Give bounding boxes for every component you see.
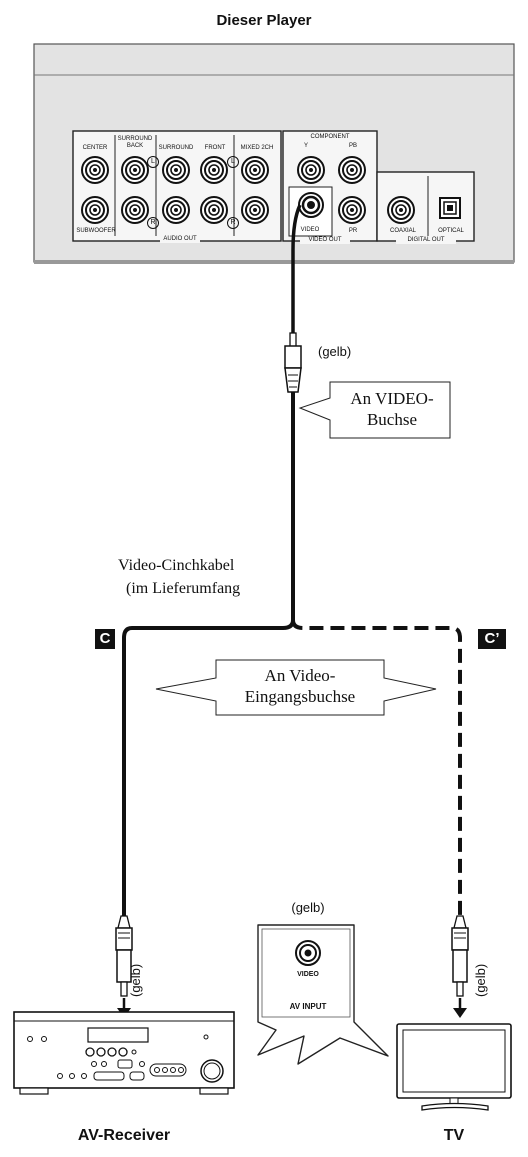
rca-jack — [121, 156, 149, 184]
label-subwoofer: SUBWOOFER — [76, 228, 116, 234]
label-yellow-middle: (gelb) — [291, 900, 325, 915]
label-video: VIDEO — [300, 227, 320, 233]
cable-split — [122, 619, 462, 916]
rca-plug-top — [284, 332, 302, 393]
callout-video-input-text: An Video- Eingangsbuchse — [244, 666, 356, 706]
label-y: Y — [303, 143, 308, 149]
channel-l-marker: L — [227, 156, 239, 168]
label-center: CENTER — [82, 145, 108, 151]
label-digital-out: DIGITAL OUT — [396, 237, 456, 244]
rca-jack — [162, 196, 190, 224]
tag-c-prime: C’ — [478, 629, 506, 649]
channel-r-marker: R — [227, 217, 239, 229]
label-pb: PB — [348, 143, 357, 149]
device-tv-name: TV — [443, 1127, 465, 1144]
rca-plug-tv — [451, 915, 469, 1018]
channel-l-marker: L — [147, 156, 159, 168]
rca-jack — [241, 156, 269, 184]
label-audio-out: AUDIO OUT — [160, 236, 200, 243]
av-receiver — [13, 1011, 235, 1095]
video-out-panel — [282, 130, 378, 242]
label-component: COMPONENT — [310, 134, 350, 140]
rca-jack — [200, 196, 228, 224]
label-surround-back: SURROUND BACK — [117, 136, 153, 149]
cable-label-line2: (im Lieferumfang — [126, 580, 241, 597]
callout-video-jack-text: An VIDEO- Buchse — [350, 389, 434, 429]
rca-jack — [338, 156, 366, 184]
video-out-jack — [298, 192, 324, 218]
callout-video-input — [155, 659, 437, 716]
audio-out-panel — [72, 130, 282, 242]
tv — [396, 1023, 512, 1111]
rca-jack — [121, 196, 149, 224]
label-coaxial: COAXIAL — [389, 228, 416, 234]
optical-port — [439, 197, 461, 219]
rca-jack — [387, 196, 415, 224]
label-yellow-top: (gelb) — [318, 344, 352, 359]
label-video-out: VIDEO OUT — [300, 237, 350, 244]
rca-jack — [241, 196, 269, 224]
rca-jack — [338, 196, 366, 224]
label-pr: PR — [348, 228, 358, 234]
rca-jack — [200, 156, 228, 184]
rca-jack — [162, 156, 190, 184]
rca-jacks — [81, 156, 415, 224]
av-input-inset — [257, 924, 389, 1065]
cable-top — [291, 204, 302, 620]
device-av-receiver-name: AV-Receiver — [77, 1127, 171, 1144]
inset-av-input-label: AV INPUT — [289, 1002, 327, 1011]
player-title: Dieser Player — [216, 12, 312, 29]
cable-label-line1: Video-Cinchkabel — [118, 557, 235, 574]
callout-video-jack — [298, 381, 451, 439]
label-front: FRONT — [204, 145, 226, 151]
label-optical: OPTICAL — [438, 228, 464, 234]
label-mixed-2ch: MIXED 2CH — [240, 145, 274, 151]
rca-jack — [81, 196, 109, 224]
inset-video-label: VIDEO — [297, 971, 319, 978]
tag-c: C — [95, 629, 115, 649]
rca-jack — [297, 156, 325, 184]
rca-jack — [81, 156, 109, 184]
label-yellow-left: (gelb) — [128, 963, 143, 997]
label-yellow-right: (gelb) — [473, 963, 488, 997]
channel-r-marker: R — [147, 217, 159, 229]
label-surround: SURROUND — [158, 145, 194, 151]
